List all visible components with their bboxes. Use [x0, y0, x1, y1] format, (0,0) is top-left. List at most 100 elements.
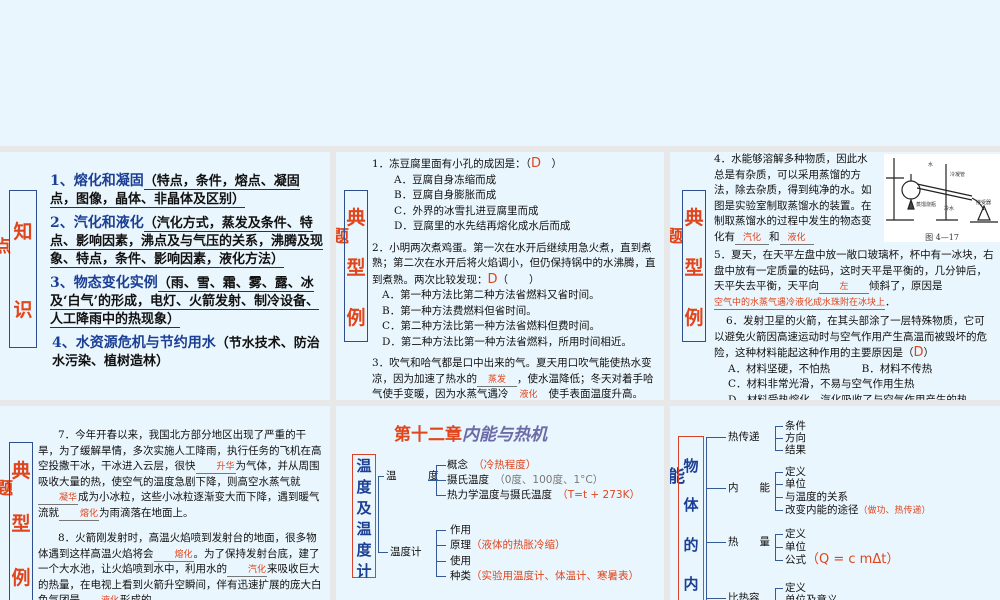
- question-text: 成为小冰粒，这些小冰粒逐渐变大而下降，遇到暖气流就: [38, 491, 320, 519]
- bracket-line: [706, 542, 726, 543]
- option: D．第二种方法比第一种方法省燃料，所用时间相近。: [382, 335, 632, 348]
- knowledge-item: 3、物态变化实例（雨、雪、霜、雾、露、冰及‘白气’的形成，电灯、火箭发射、制冷设…: [50, 274, 325, 329]
- branch-thermometer: 温度计: [390, 546, 422, 558]
- label-char: 度: [356, 478, 372, 496]
- question-text: 倾斜了，原因是: [869, 280, 943, 292]
- bracket-line: [775, 534, 783, 535]
- temp-item: 热力学温度与摄氏温度 （T=t + 273K）: [447, 489, 640, 502]
- fill-blank: 熔化: [59, 508, 99, 521]
- examples-panel-1[interactable]: 题 典 型 例 1．冻豆腐里面有小孔的成因是：（D ） A．豆腐自身冻缩而成 B…: [336, 152, 664, 400]
- item-label: 作用: [450, 524, 471, 536]
- question-stem: 1．冻豆腐里面有小孔的成因是：（: [372, 158, 531, 170]
- conjunction: 和: [769, 230, 780, 243]
- sub-item: 条件: [785, 420, 806, 432]
- label-char: 识: [13, 298, 33, 321]
- question-block: 1．冻豆腐里面有小孔的成因是：（D ） A．豆腐自身冻缩而成 B．豆腐自身膨胀而…: [372, 156, 662, 400]
- fill-blank: 熔化: [153, 549, 194, 562]
- question-block: 7．今年开春以来，我国北方部分地区出现了严重的干旱，为了缓解旱情，多次实施人工降…: [38, 428, 322, 600]
- temperature-diagram-panel[interactable]: 第十二章内能与热机 温 度 及 温 度 计 温 度 温度计 概念 （冷热程度） …: [336, 406, 664, 600]
- bracket-line: [706, 598, 726, 599]
- question-stem-end: ）: [551, 158, 562, 170]
- label-char: 型: [684, 256, 704, 279]
- option: A．材料坚硬，不怕热: [728, 362, 831, 375]
- formula: （Q = c mΔt）: [806, 552, 900, 567]
- side-char: 题: [670, 227, 683, 247]
- answer: D: [530, 156, 541, 171]
- bracket-line: [436, 530, 437, 576]
- sub-item-label: 改变内能的途径: [785, 504, 859, 516]
- bracket-line: [378, 552, 388, 553]
- branch-temperature: 温 度: [386, 470, 439, 482]
- bracket-line: [775, 588, 776, 600]
- label-char: 典: [346, 206, 366, 229]
- question-5: 5．夏天，在天平左盘中放一敞口玻璃杯，杯中有一冰块，右盘中放有一定质量的砝码，这…: [714, 248, 994, 400]
- label-char: 例: [11, 566, 31, 589]
- internal-energy-diagram-panel[interactable]: 能 物 体 的 内 热传递 内 能 热 量 比热容 条件 方向 结果 定义 单位…: [670, 406, 1000, 600]
- bracket-line: [378, 476, 379, 552]
- fill-blank: 空气中的水蒸气遇冷液化成水珠附在冰块上: [714, 297, 886, 310]
- chapter-name: 内能与热机: [462, 425, 547, 445]
- branch-internal-energy: 内 能: [728, 482, 770, 494]
- option: C．第二种方法比第一种方法省燃料但费时间。: [382, 320, 601, 332]
- item-label: 摄氏温度: [447, 474, 489, 486]
- sub-item: 定义: [785, 582, 806, 594]
- bracket-line: [436, 545, 446, 546]
- bracket-line: [436, 495, 446, 496]
- option: D．材料受热熔化、汽化吸收了与空气作用产生的热: [728, 393, 968, 401]
- option: D．豆腐里的水先结再熔化成水后而成: [394, 220, 571, 232]
- knowledge-detail: （雨、雪、霜、雾、露、冰及‘白气’的形成，电灯、火箭发射、制冷设备、人工降雨中的…: [50, 276, 320, 328]
- sub-item: 方向: [785, 432, 806, 444]
- sub-item: 单位: [785, 478, 806, 490]
- bracket-line: [775, 450, 783, 451]
- label-char: 例: [346, 306, 366, 329]
- label-char: 度: [356, 541, 372, 559]
- label-char: 型: [346, 256, 366, 279]
- fill-blank: 汽化: [735, 232, 769, 245]
- knowledge-head: 1、熔化和凝固: [50, 173, 144, 189]
- examples-panel-3[interactable]: 题 典 型 例 7．今年开春以来，我国北方部分地区出现了严重的干旱，为了缓解旱情…: [0, 406, 330, 600]
- item-label: 原理: [450, 539, 471, 551]
- vertical-label-examples: 典 型 例: [344, 190, 368, 342]
- knowledge-points-panel[interactable]: 点 知 识 1、熔化和凝固（特点，条件，熔点、凝固点，图像，晶体、非晶体及区别）…: [0, 152, 330, 400]
- item-note: （实验用温度计、体温计、寒暑表）: [471, 570, 639, 582]
- sub-item-note: （做功、热传递）: [858, 506, 931, 516]
- fill-blank: 液化: [779, 232, 814, 245]
- bracket-line: [775, 560, 783, 561]
- sub-item: 与温度的关系: [785, 491, 848, 503]
- sub-item: 单位及意义: [785, 594, 838, 600]
- bracket-line: [436, 465, 446, 466]
- temp-item: 概念 （冷热程度）: [447, 459, 536, 472]
- fill-blank: 蒸发: [477, 374, 517, 387]
- temp-item: 摄氏温度 （0度、100度、1°C）: [447, 474, 603, 487]
- option: A．第一种方法比第二种方法省燃料又省时间。: [382, 289, 600, 301]
- item-label: 种类: [450, 570, 471, 582]
- thermo-item: 作用: [450, 524, 471, 537]
- label-char: 知: [13, 220, 33, 243]
- item-label: 使用: [450, 555, 471, 567]
- thermo-item: 原理（液体的热胀冷缩）: [450, 539, 566, 552]
- vertical-label-examples: 典 型 例: [682, 190, 706, 342]
- question-text: 为气体，并从周围吸收大量的热，使空气的温度急剧下降，则高空水蒸气就: [38, 460, 320, 488]
- label-char: 型: [11, 513, 31, 536]
- label-char: 温: [356, 520, 372, 538]
- bracket-line: [775, 510, 783, 511]
- svg-text:蒸馏烧瓶: 蒸馏烧瓶: [916, 201, 936, 208]
- bracket-line: [706, 488, 726, 489]
- knowledge-head: 4、水资源危机与节约用水: [52, 335, 216, 351]
- question-text: 。为了保持发射台底，建了一个大水池，让火焰喷到水中，利用水的: [38, 547, 320, 576]
- knowledge-detail: （汽化方式，蒸发及条件、特点、影响因素，沸点及与气压的关系，沸腾及现象、特点，条…: [50, 216, 324, 268]
- question-stem: 6．发射卫星的火箭，在其头部涂了一层特殊物质，它可以避免火箭因高速运动时与空气作…: [714, 315, 987, 359]
- sub-item: 定义: [785, 466, 806, 478]
- knowledge-detail: （特点，条件，熔点、凝固点，图像，晶体、非晶体及区别）: [50, 174, 300, 208]
- label-char: 的: [683, 535, 699, 554]
- item-note: （0度、100度、1°C）: [499, 474, 604, 486]
- question-text: 7．今年开春以来，我国北方部分地区出现了严重的干旱，为了缓解旱情，多次实施人工降…: [38, 429, 322, 472]
- examples-panel-2[interactable]: 题 典 型 例 4．水能够溶解多种物质，因此水总是有杂质，可以采用蒸馏的方法，除…: [670, 152, 1000, 400]
- label-char: 内: [683, 574, 699, 593]
- question-stem-end: （ ）: [497, 273, 540, 286]
- item-label: 热力学温度与摄氏温度: [447, 489, 552, 501]
- bracket-line: [436, 561, 446, 562]
- question-text: 使手表面温度升高。: [548, 388, 644, 400]
- bracket-line: [706, 437, 726, 438]
- vertical-label-internal-energy: 物 体 的 内: [678, 436, 704, 600]
